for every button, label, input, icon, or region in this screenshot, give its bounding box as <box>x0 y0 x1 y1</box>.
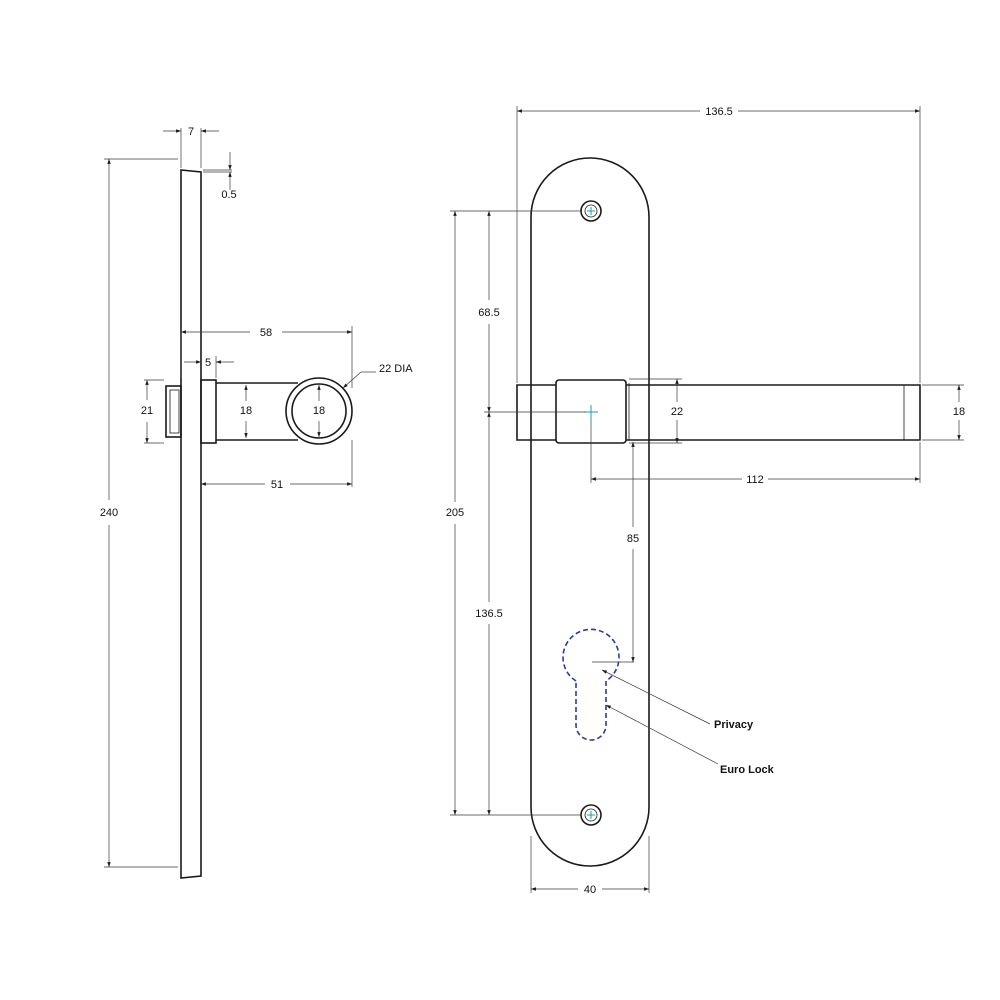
dim-rose-thickness: 5 <box>205 357 211 369</box>
side-rose-flange-inner <box>169 389 180 434</box>
dim-fixing-centers: 205 <box>446 507 464 519</box>
dim-lever-reach: 51 <box>271 479 283 491</box>
dim-plate-thickness: 7 <box>188 126 194 138</box>
dim-lever-end-section: 18 <box>313 405 325 417</box>
dim-lever-section: 18 <box>240 405 252 417</box>
euro-lock-hidden-outline <box>562 628 620 741</box>
bottom-screw-center-icon <box>587 811 595 819</box>
dim-overall-height: 240 <box>100 507 118 519</box>
side-lever-ring-inner <box>291 383 347 439</box>
side-view: 7 0.5 240 58 5 21 18 <box>100 126 413 879</box>
side-rose-flange <box>165 385 182 438</box>
dim-rose-height: 21 <box>141 405 153 417</box>
callout-privacy: Privacy <box>714 719 754 731</box>
dim-lever-section-front: 18 <box>953 406 965 418</box>
dim-upper-centers: 68.5 <box>478 307 499 319</box>
dim-lower-centers: 136.5 <box>475 608 503 620</box>
top-screw-inner <box>584 204 598 218</box>
side-rose <box>200 379 217 444</box>
bottom-screw-inner <box>584 808 598 822</box>
side-backplate-outline <box>180 169 202 879</box>
dim-lever-diameter: 22 DIA <box>379 363 413 375</box>
top-screw-center-icon <box>587 207 595 215</box>
front-lever-back <box>516 384 556 441</box>
spindle-center-icon <box>584 405 598 419</box>
front-view: 136.5 68.5 136.5 205 22 18 11 <box>446 106 965 896</box>
dim-overall-width: 136.5 <box>705 106 733 118</box>
callout-euro-lock: Euro Lock <box>720 764 775 776</box>
side-lever-neck <box>216 382 298 441</box>
front-backplate-outline <box>530 157 650 867</box>
dim-plate-width: 40 <box>584 884 596 896</box>
dim-backset: 85 <box>627 533 639 545</box>
front-lever-arm <box>626 384 921 441</box>
dim-lever-length: 112 <box>746 474 764 486</box>
side-lever-ring-outer <box>285 377 353 445</box>
dim-rose-diameter: 22 <box>671 406 683 418</box>
dim-bevel: 0.5 <box>221 189 236 201</box>
dim-projection: 58 <box>260 327 272 339</box>
